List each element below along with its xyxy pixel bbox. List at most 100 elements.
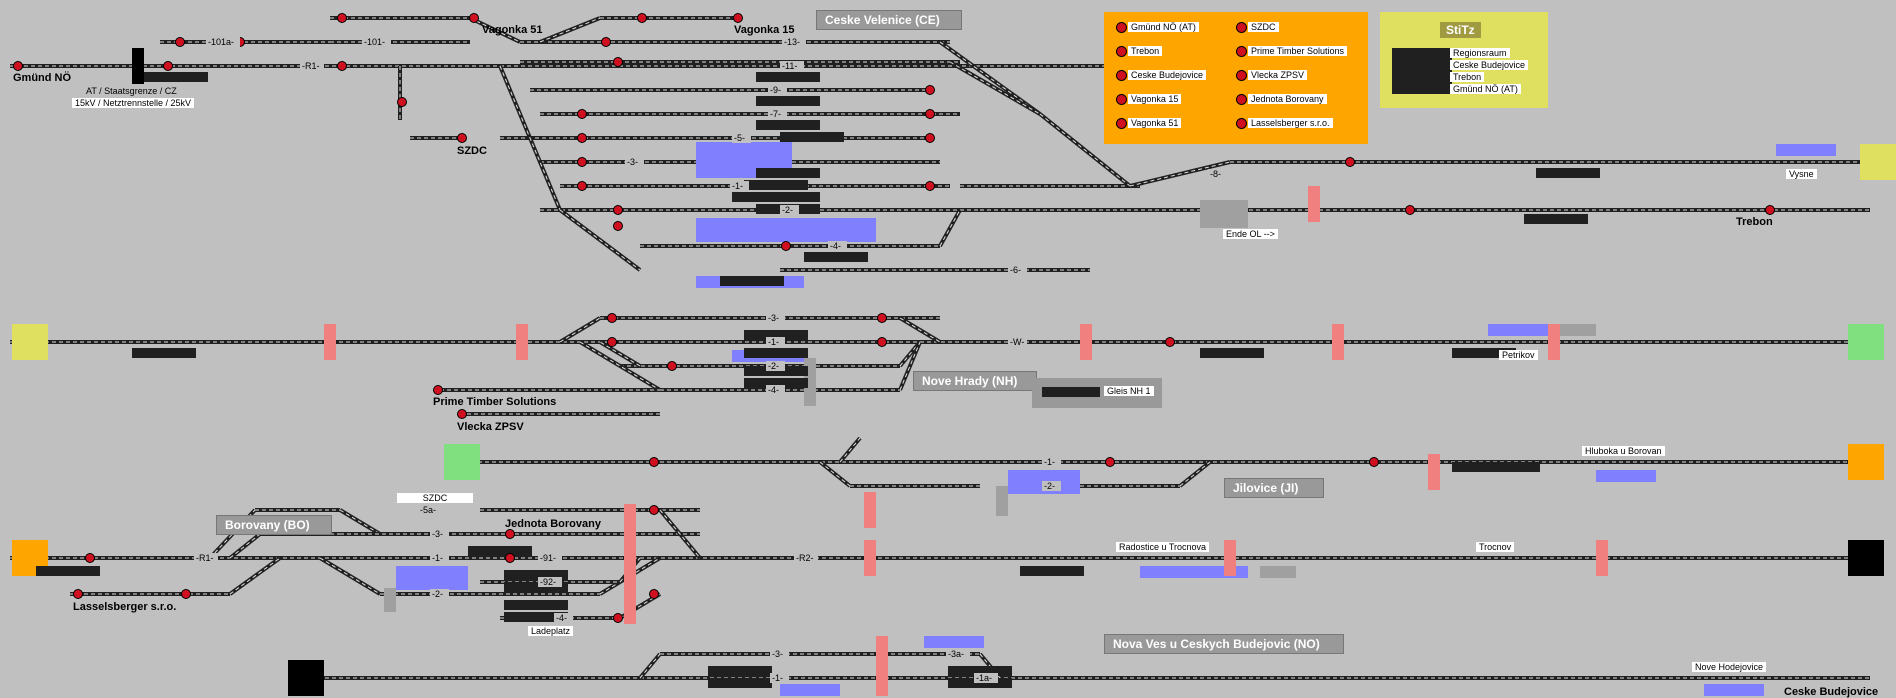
signal-icon[interactable] <box>733 13 743 23</box>
legend-item[interactable]: SZDC <box>1248 22 1279 32</box>
pink-block <box>1080 324 1092 360</box>
track-number-label: -R1- <box>196 553 214 563</box>
signal-icon[interactable] <box>1105 457 1115 467</box>
train-number-block <box>756 120 820 130</box>
track-number-label: -2- <box>1044 481 1055 491</box>
pink-block <box>1308 186 1320 222</box>
occupied-block <box>1704 684 1764 696</box>
place-prime: Prime Timber Solutions <box>433 396 557 408</box>
signal-icon[interactable] <box>925 181 935 191</box>
stitz-row[interactable]: Regionsraum <box>1450 48 1510 58</box>
train-number-block <box>744 180 808 190</box>
signal-icon[interactable] <box>877 337 887 347</box>
track-label-bg <box>538 577 562 587</box>
signal-icon[interactable] <box>577 109 587 119</box>
signal-icon[interactable] <box>433 385 443 395</box>
legend-item[interactable]: Trebon <box>1128 46 1163 56</box>
signal-icon[interactable] <box>457 133 467 143</box>
track-number-label: -W- <box>1010 337 1024 347</box>
border-marker <box>132 48 144 84</box>
legend-item[interactable]: Lasselsberger s.r.o. <box>1248 118 1333 128</box>
signal-icon[interactable] <box>505 553 515 563</box>
signal-icon[interactable] <box>649 505 659 515</box>
legend-item[interactable]: Vagonka 51 <box>1128 118 1182 128</box>
gleis-nh1-box[interactable]: Gleis NH 1 <box>1032 378 1162 408</box>
stitz-row[interactable]: Gmünd NÖ (AT) <box>1450 84 1521 94</box>
signal-icon[interactable] <box>925 133 935 143</box>
signal-icon[interactable] <box>1765 205 1775 215</box>
pink-block <box>876 636 888 696</box>
track-number-label: -1- <box>772 673 783 683</box>
end-cap-green <box>1848 324 1884 360</box>
signal-icon[interactable] <box>505 529 515 539</box>
ende-ol-label: Ende OL --> <box>1223 229 1278 239</box>
stitz-row[interactable]: Trebon <box>1450 72 1485 82</box>
signal-icon[interactable] <box>577 133 587 143</box>
signal-icon[interactable] <box>181 589 191 599</box>
legend-item[interactable]: Prime Timber Solutions <box>1248 46 1348 56</box>
signal-icon[interactable] <box>73 589 83 599</box>
track-number-label: -11- <box>782 61 797 71</box>
track-segment <box>228 532 262 560</box>
track-label-bg <box>768 85 787 95</box>
signal-icon[interactable] <box>1405 205 1415 215</box>
signal-icon[interactable] <box>175 37 185 47</box>
track-number-label: -2- <box>432 589 443 599</box>
signal-icon[interactable] <box>613 221 623 231</box>
signal-icon[interactable] <box>877 313 887 323</box>
legend-signal-icon <box>1236 22 1247 33</box>
signal-icon[interactable] <box>613 57 623 67</box>
station-bo[interactable]: Borovany (BO) <box>216 515 332 535</box>
legend-item[interactable]: Vagonka 15 <box>1128 94 1182 104</box>
signal-icon[interactable] <box>781 241 791 251</box>
track-label-bg <box>1008 337 1027 347</box>
legend-item[interactable]: Ceske Budejovice <box>1128 70 1207 80</box>
signal-icon[interactable] <box>607 313 617 323</box>
signal-icon[interactable] <box>577 181 587 191</box>
signal-icon[interactable] <box>637 13 647 23</box>
track-number-label: -13- <box>784 37 800 47</box>
signal-icon[interactable] <box>85 553 95 563</box>
signals[interactable] <box>13 13 1775 623</box>
track-number-label: -6- <box>1010 265 1021 275</box>
end-cap-orange <box>1848 444 1884 480</box>
signal-icon[interactable] <box>607 337 617 347</box>
signal-icon[interactable] <box>601 37 611 47</box>
station-ji[interactable]: Jilovice (JI) <box>1224 478 1324 498</box>
train-number-block <box>1476 462 1540 472</box>
track-number-label: -3- <box>772 649 783 659</box>
legend-item[interactable]: Vlecka ZPSV <box>1248 70 1308 80</box>
stitz-row[interactable]: Ceske Budejovice <box>1450 60 1529 70</box>
signal-icon[interactable] <box>13 61 23 71</box>
signal-icon[interactable] <box>1165 337 1175 347</box>
occupied-block <box>1140 566 1248 578</box>
station-no[interactable]: Nova Ves u Ceskych Budejovic (NO) <box>1104 634 1344 654</box>
signal-icon[interactable] <box>649 457 659 467</box>
track-label-bg <box>730 181 749 191</box>
signal-icon[interactable] <box>925 85 935 95</box>
legend-item[interactable]: Gmünd NÖ (AT) <box>1128 22 1199 32</box>
signal-icon[interactable] <box>577 157 587 167</box>
station-ce[interactable]: Ceske Velenice (CE) <box>816 10 962 30</box>
track-number-label: -8- <box>1210 169 1221 179</box>
track-label-bg <box>1208 169 1227 179</box>
signal-icon[interactable] <box>613 613 623 623</box>
signal-icon[interactable] <box>649 589 659 599</box>
signal-icon[interactable] <box>613 205 623 215</box>
signal-icon[interactable] <box>925 109 935 119</box>
legend-item[interactable]: Jednota Borovany <box>1248 94 1327 104</box>
signal-icon[interactable] <box>667 361 677 371</box>
signal-icon[interactable] <box>397 97 407 107</box>
train-number-block <box>1524 214 1588 224</box>
signal-icon[interactable] <box>469 13 479 23</box>
signal-icon[interactable] <box>163 61 173 71</box>
signal-icon[interactable] <box>1369 457 1379 467</box>
occupied-block <box>1488 324 1548 336</box>
station-nh[interactable]: Nove Hrady (NH) <box>913 371 1037 391</box>
signal-icon[interactable] <box>457 409 467 419</box>
signal-icon[interactable] <box>337 13 347 23</box>
signal-icon[interactable] <box>1345 157 1355 167</box>
end-cap-black <box>288 660 324 696</box>
signal-icon[interactable] <box>337 61 347 71</box>
